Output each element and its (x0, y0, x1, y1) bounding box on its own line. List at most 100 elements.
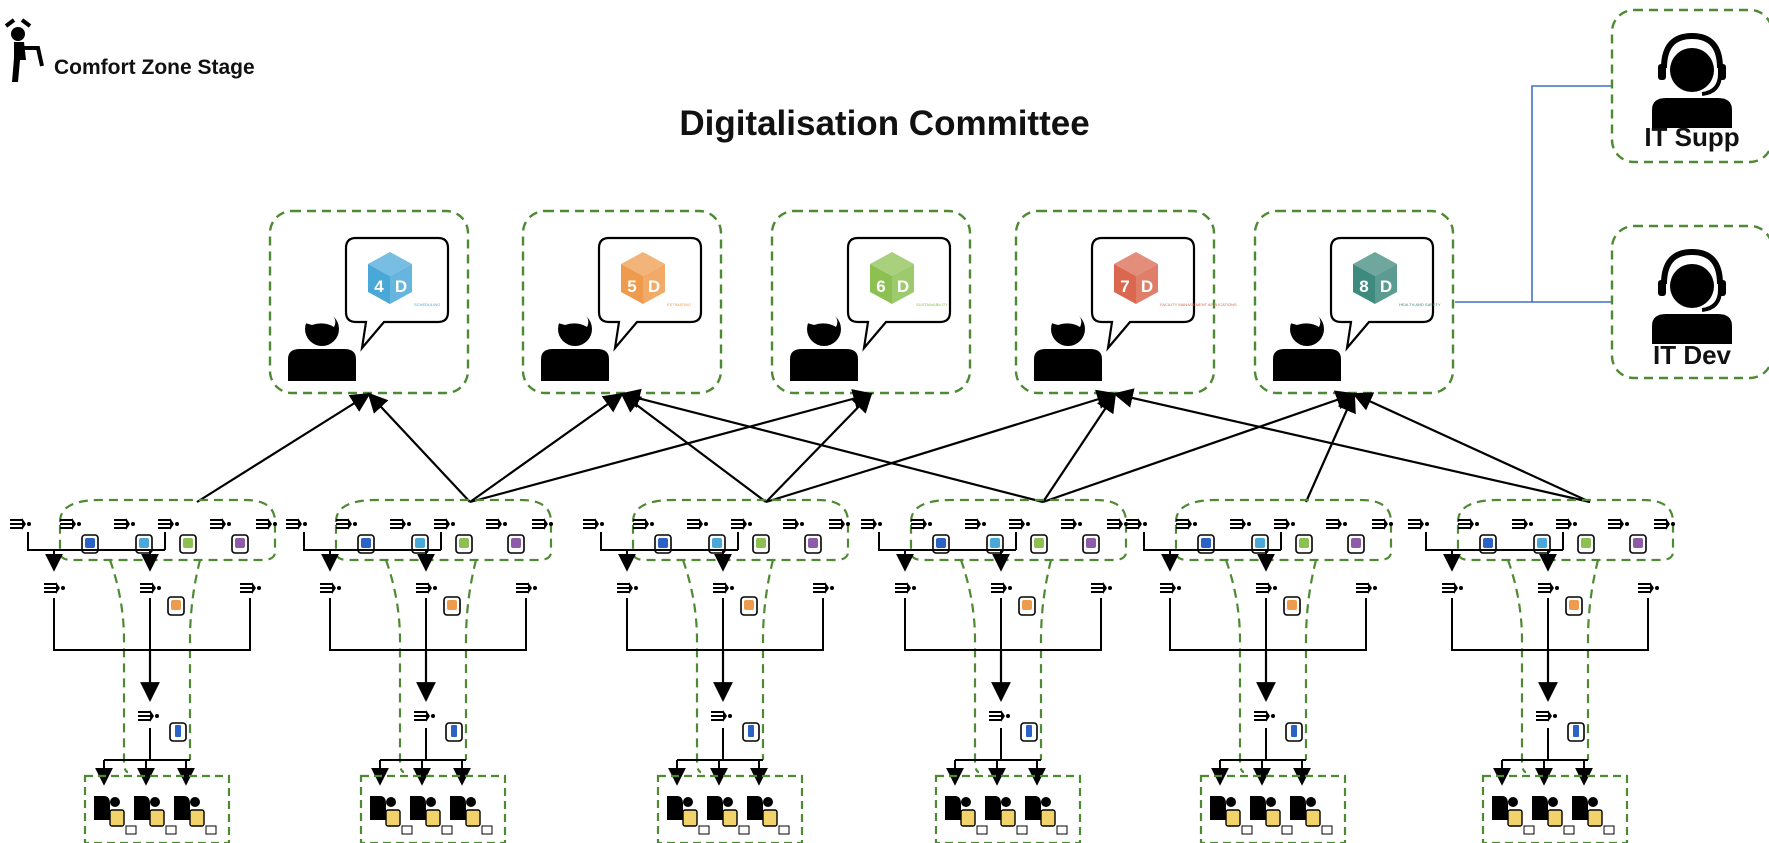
report-arrow (765, 392, 873, 503)
role-badge-icon (443, 596, 461, 616)
team-member-icon (828, 517, 851, 531)
role-badge-icon (1030, 534, 1048, 554)
role-badge-icon (1285, 722, 1303, 742)
project-team (1125, 498, 1394, 843)
role-badge-icon (1082, 534, 1100, 554)
team-member-icon (894, 581, 917, 595)
worker-icon (984, 795, 1028, 835)
team-member-icon (616, 581, 639, 595)
team-member-icon (255, 517, 278, 531)
role-badge-icon (1479, 534, 1497, 554)
team-member-icon (59, 517, 82, 531)
team-member-icon (1090, 581, 1113, 595)
team-member-icon (782, 517, 805, 531)
role-badge-icon (169, 722, 187, 742)
role-badge-icon (231, 534, 249, 554)
it-support-box (1610, 8, 1769, 164)
worker-icon (944, 795, 988, 835)
team-member-icon (632, 517, 655, 531)
role-badge-icon (411, 534, 429, 554)
role-badge-icon (507, 534, 525, 554)
team-member-icon (139, 581, 162, 595)
dimension-digit: 7 (1120, 277, 1129, 296)
role-badge-icon (804, 534, 822, 554)
team-member-icon (389, 517, 412, 531)
project-team (1407, 498, 1676, 843)
dimension-digit: 6 (876, 277, 885, 296)
team-member-icon (1159, 581, 1182, 595)
team-member-icon (43, 581, 66, 595)
role-badge-icon (752, 534, 770, 554)
worker-icon (173, 795, 217, 835)
dimension-letter: D (395, 277, 407, 296)
report-arrow (1352, 392, 1591, 504)
team-lead-icon (1253, 709, 1276, 723)
report-arrow (1042, 390, 1356, 504)
worker-icon (369, 795, 413, 835)
report-arrow (469, 392, 624, 503)
worker-icon (1491, 795, 1535, 835)
dimension-letter: D (1380, 277, 1392, 296)
dimension-digit: 8 (1359, 277, 1368, 296)
worker-icon (93, 795, 137, 835)
worker-icon (409, 795, 453, 835)
role-badge-icon (1020, 722, 1038, 742)
report-arrow (469, 389, 873, 504)
role-badge-icon (740, 596, 758, 616)
team-member-icon (239, 581, 262, 595)
role-badge-icon (742, 722, 760, 742)
stage-badge (4, 18, 44, 82)
diagram-title: Digitalisation Committee (679, 104, 1090, 143)
role-badge-icon (135, 534, 153, 554)
role-badge-icon (1251, 534, 1269, 554)
team-member-icon (712, 581, 735, 595)
team-member-icon (209, 517, 232, 531)
team-member-icon (1537, 581, 1560, 595)
team-member-icon (285, 517, 308, 531)
team-member-icon (1607, 517, 1630, 531)
team-lead-icon (710, 709, 733, 723)
team-member-icon (1371, 517, 1394, 531)
team-member-icon (515, 581, 538, 595)
report-arrow (1304, 392, 1356, 503)
team-member-icon (319, 581, 342, 595)
dimension-letter: D (1141, 277, 1153, 296)
role-badge-icon (1629, 534, 1647, 554)
role-badge-icon (1565, 596, 1583, 616)
team-member-icon (335, 517, 358, 531)
role-badge-icon (357, 534, 375, 554)
worker-icon (1531, 795, 1575, 835)
team-member-icon (730, 517, 753, 531)
relaxing-person-icon (4, 18, 44, 82)
team-member-icon (531, 517, 554, 531)
team-member-icon (990, 581, 1013, 595)
project-team (860, 498, 1129, 843)
team-member-icon (910, 517, 933, 531)
report-arrow (620, 388, 1044, 504)
it-development-label: IT Dev (1652, 340, 1732, 370)
team-member-icon (1106, 517, 1129, 531)
team-member-icon (1229, 517, 1252, 531)
team-member-icon (964, 517, 987, 531)
team-member-icon (812, 581, 835, 595)
role-badge-icon (1533, 534, 1551, 554)
team-member-icon (1407, 517, 1430, 531)
role-badge-icon (1018, 596, 1036, 616)
dimension-caption: HEALTH AND SAFETY (1399, 302, 1441, 307)
team-member-icon (686, 517, 709, 531)
worker-icon (706, 795, 750, 835)
team-member-icon (9, 517, 32, 531)
dimension-caption: ESTIMATING (667, 302, 691, 307)
team-member-icon (1175, 517, 1198, 531)
team-member-icon (1355, 581, 1378, 595)
role-badge-icon (1283, 596, 1301, 616)
team-member-icon (1637, 581, 1660, 595)
role-badge-icon (1197, 534, 1215, 554)
